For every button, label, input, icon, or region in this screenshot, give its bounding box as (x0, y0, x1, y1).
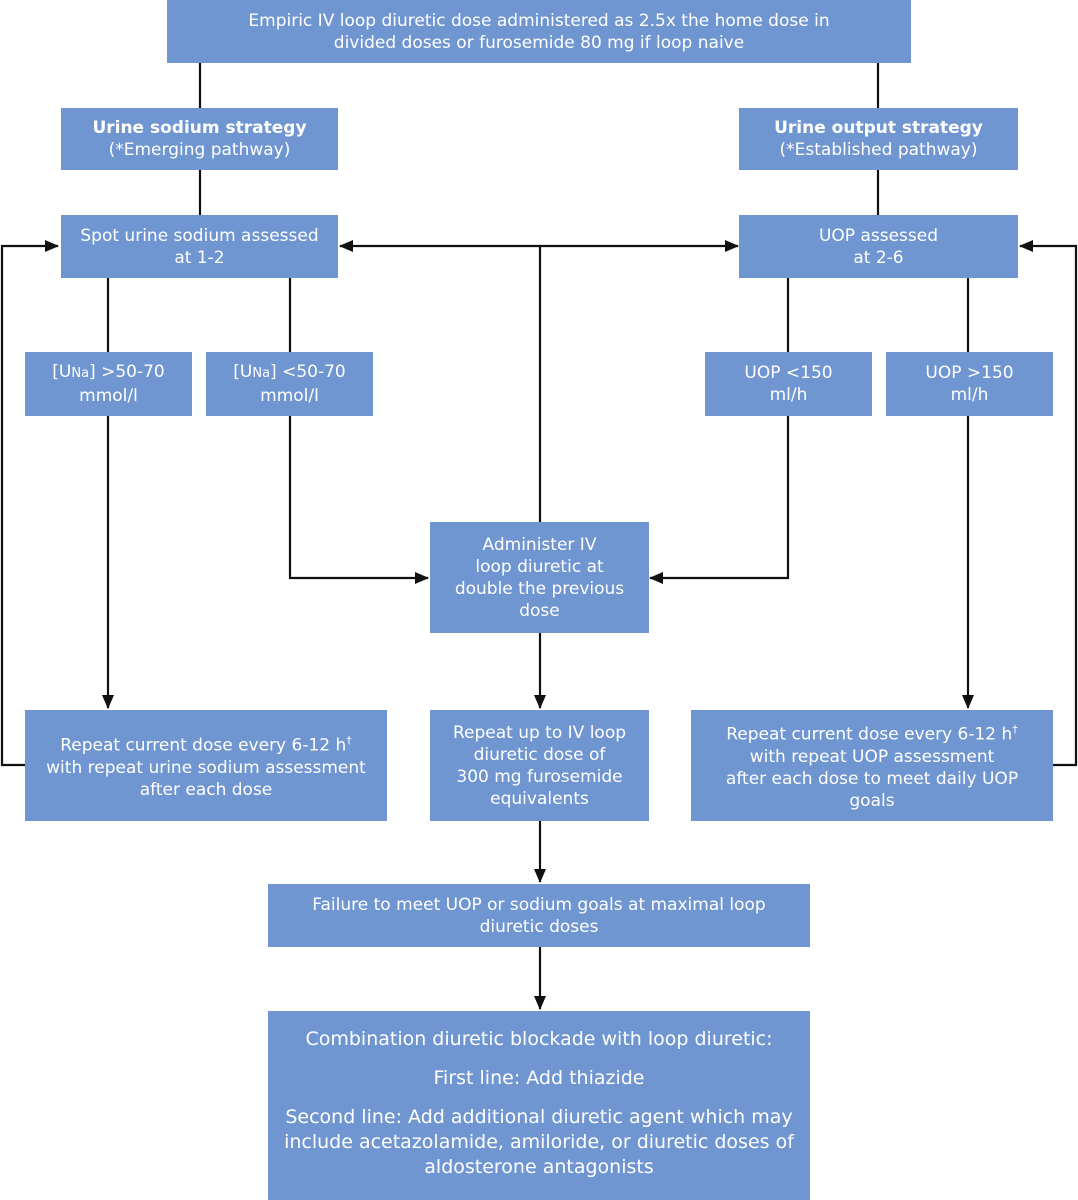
una-low-sub: Na (252, 366, 271, 381)
urine-sodium-strategy-title: Urine sodium strategy (92, 118, 307, 138)
repeat-right-line4: goals (849, 790, 895, 811)
uop-high-box: UOP >150 ml/h (886, 352, 1053, 416)
uop-assessed-line1: UOP assessed (818, 225, 939, 246)
combination-second-line-3: aldosterone antagonists (424, 1156, 654, 1178)
uop-assessed-line2: at 2-6 (853, 247, 904, 268)
repeat-middle-line2: diuretic dose of (473, 744, 606, 765)
repeat-right-line1-text: Repeat current dose every 6-12 h (726, 724, 1013, 745)
initial-dose-line2: divided doses or furosemide 80 mg if loo… (333, 32, 745, 53)
repeat-left-line3: after each dose (139, 779, 273, 800)
urine-sodium-strategy-box: Urine sodium strategy (*Emerging pathway… (61, 108, 338, 170)
repeat-middle-line4: equivalents (490, 788, 589, 809)
urine-output-strategy-box: Urine output strategy (*Established path… (739, 108, 1018, 170)
uop-low-box: UOP <150 ml/h (705, 352, 872, 416)
repeat-right-line1: Repeat current dose every 6-12 h† (726, 719, 1018, 746)
double-dose-line2: loop diuretic at (475, 556, 604, 577)
una-high-sub: Na (71, 366, 90, 381)
repeat-right-box: Repeat current dose every 6-12 h† with r… (691, 710, 1053, 821)
uop-low-line2: ml/h (769, 385, 808, 405)
repeat-left-line1: Repeat current dose every 6-12 h† (60, 730, 352, 757)
loop-left-feedback (0, 240, 59, 767)
repeat-right-line2: with repeat UOP assessment (749, 746, 995, 767)
dagger-mark: † (1012, 723, 1018, 737)
repeat-left-line1-text: Repeat current dose every 6-12 h (60, 735, 347, 756)
double-dose-line1: Administer IV (482, 534, 597, 555)
una-low-line2: mmol/l (260, 386, 319, 406)
failure-box: Failure to meet UOP or sodium goals at m… (268, 884, 810, 947)
loop-right-feedback (1019, 240, 1078, 767)
combination-blockade-box: Combination diuretic blockade with loop … (268, 1011, 810, 1200)
una-high-line1: [UNa] >50-70 (52, 361, 164, 385)
una-low-rest: ] <50-70 (270, 362, 346, 382)
combination-second-line-1: Second line: Add additional diuretic age… (285, 1106, 793, 1128)
initial-dose-line1: Empiric IV loop diuretic dose administer… (248, 10, 830, 31)
urine-sodium-strategy-subtitle: (*Emerging pathway) (108, 140, 291, 160)
repeat-middle-line3: 300 mg furosemide (456, 766, 623, 787)
una-high-line2: mmol/l (79, 386, 138, 406)
combination-heading: Combination diuretic blockade with loop … (305, 1028, 773, 1050)
repeat-left-box: Repeat current dose every 6-12 h† with r… (25, 710, 387, 821)
una-high-box: [UNa] >50-70 mmol/l (25, 352, 192, 416)
arrow-uop-low-to-double-dose (649, 416, 790, 584)
repeat-right-line3: after each dose to meet daily UOP (725, 768, 1019, 789)
uop-low-line1: UOP <150 (744, 363, 833, 383)
uop-high-line1: UOP >150 (925, 363, 1014, 383)
urine-output-strategy-title: Urine output strategy (774, 118, 983, 138)
uop-high-line2: ml/h (950, 385, 989, 405)
urine-output-strategy-subtitle: (*Established pathway) (779, 140, 978, 160)
repeat-left-line2: with repeat urine sodium assessment (46, 757, 366, 778)
double-dose-line4: dose (519, 600, 560, 621)
repeat-middle-line1: Repeat up to IV loop (452, 722, 627, 743)
combination-second-line-2: include acetazolamide, amiloride, or diu… (284, 1131, 794, 1153)
initial-dose-box: Empiric IV loop diuretic dose administer… (167, 0, 911, 63)
double-dose-box: Administer IV loop diuretic at double th… (430, 522, 649, 633)
spot-urine-sodium-line1: Spot urine sodium assessed (80, 225, 319, 246)
una-low-line1: [UNa] <50-70 (233, 361, 345, 385)
failure-line1: Failure to meet UOP or sodium goals at m… (312, 894, 766, 915)
una-high-rest: ] >50-70 (89, 362, 165, 382)
uop-assessed-box: UOP assessed at 2-6 (739, 215, 1018, 278)
spot-urine-sodium-box: Spot urine sodium assessed at 1-2 (61, 215, 338, 278)
spot-urine-sodium-line2: at 1-2 (174, 247, 225, 268)
una-low-box: [UNa] <50-70 mmol/l (206, 352, 373, 416)
una-high-open: [U (52, 362, 72, 382)
failure-line2: diuretic doses (479, 916, 599, 937)
arrow-una-low-to-double-dose (288, 416, 429, 584)
una-low-open: [U (233, 362, 253, 382)
repeat-middle-box: Repeat up to IV loop diuretic dose of 30… (430, 710, 649, 821)
double-dose-line3: double the previous (454, 578, 625, 599)
dagger-mark: † (346, 734, 352, 748)
combination-first-line: First line: Add thiazide (433, 1067, 645, 1089)
